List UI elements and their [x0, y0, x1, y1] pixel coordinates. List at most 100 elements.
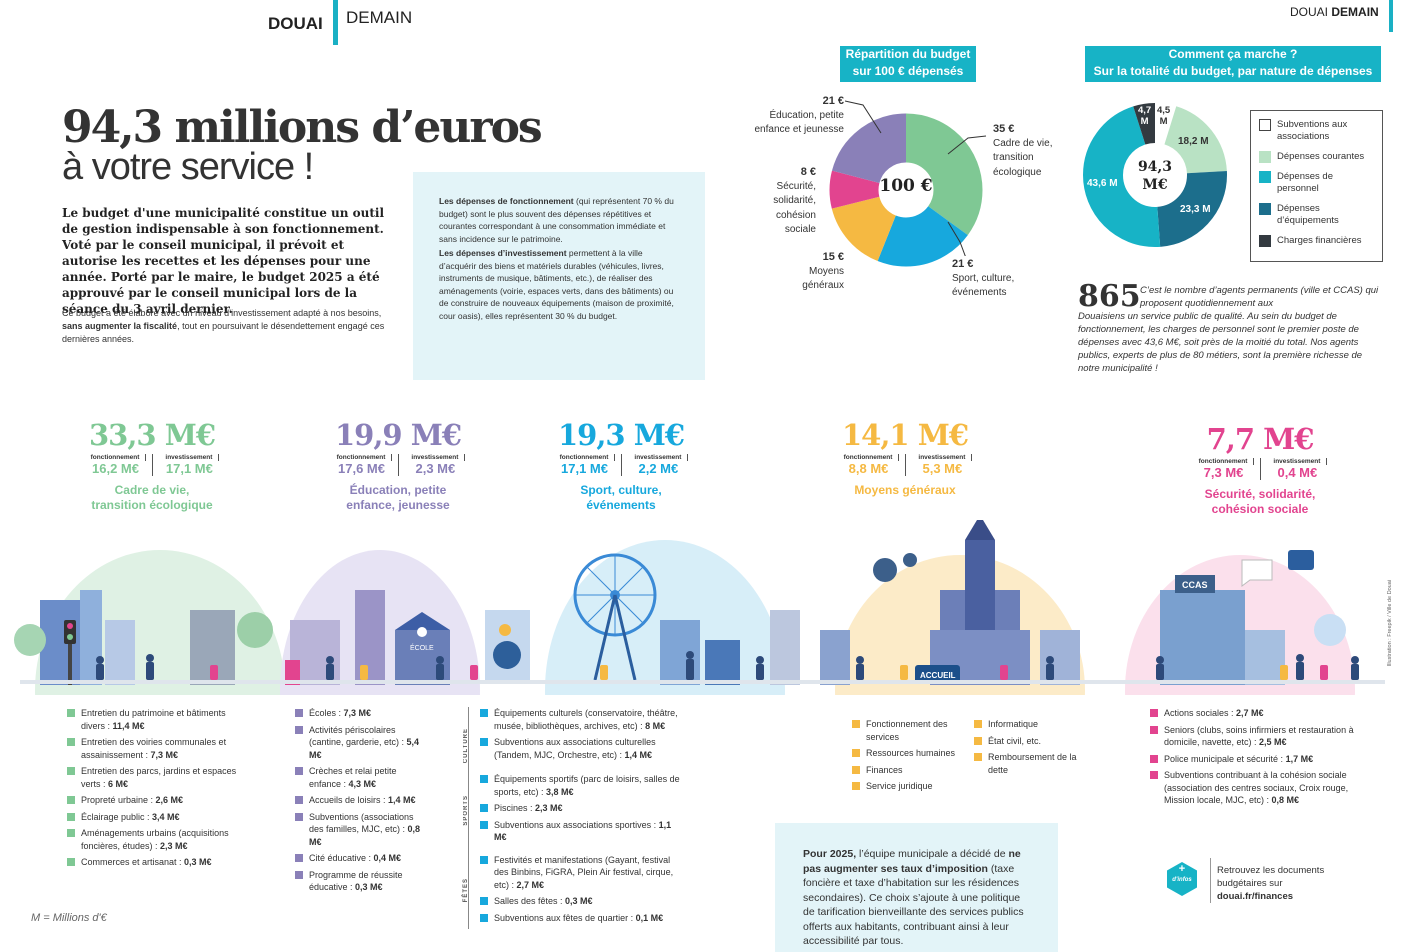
list-item-text: Service juridique: [866, 781, 933, 791]
bullet: [852, 720, 860, 728]
list-item: Service juridique: [852, 780, 967, 793]
legend-item-subventions: Subventions aux associations: [1259, 119, 1374, 143]
definition-fonctionnement: Les dépenses de fonctionnement (qui repr…: [439, 195, 679, 245]
list-item-text: Activités périscolaires (cantine, garder…: [309, 724, 407, 748]
pie1-title-line1: Répartition du budget: [845, 47, 971, 61]
list-item-text: Propreté urbaine :: [81, 795, 156, 805]
bullet: [295, 870, 303, 879]
list-item: Salles des fêtes : 0,3 M€: [480, 895, 680, 908]
list-item-value: 1,7 M€: [1285, 753, 1314, 764]
list-item: Propreté urbaine : 2,6 M€: [67, 794, 247, 807]
bullet: [480, 775, 488, 783]
list-item-text: Subventions (associations des familles, …: [309, 811, 414, 835]
list-item: Piscines : 2,3 M€: [480, 802, 680, 815]
list-item-value: 0,8 M€: [1271, 795, 1300, 805]
legend-label-subventions: Subventions aux associations: [1277, 119, 1348, 142]
list-item-value: 0,3 M€: [565, 896, 593, 906]
category-cadre-name1: Cadre de vie,: [114, 483, 190, 497]
ccas-sign: CCAS: [1182, 580, 1208, 590]
pie1-label-cadre-l1: Cadre de vie,: [993, 137, 1053, 149]
list-item-value: 6 M€: [108, 778, 129, 789]
pie2-slice-label-subventions-a: 4,5: [1157, 105, 1171, 116]
bullet: [295, 767, 303, 775]
pie1-label-moyens-l2: généraux: [802, 280, 844, 291]
pie1-label-sport-l2: événements: [952, 287, 1007, 298]
pie1-leader-line-education: [844, 100, 882, 134]
header-section: DEMAIN: [346, 8, 413, 27]
category-cadre-f: 16,2 M€: [92, 461, 139, 476]
tax-policy-box: Pour 2025, l’équipe municipale a décidé …: [775, 823, 1058, 952]
legend-label-personnel: Dépenses de personnel: [1277, 171, 1333, 194]
bullet: [1150, 709, 1158, 717]
bullet: [1150, 725, 1158, 734]
pie1-slice-sport: [829, 113, 983, 267]
illustration-credit: Illustration : Freepik / Ville de Douai: [1387, 580, 1393, 667]
category-cadre-name2: transition écologique: [91, 498, 213, 512]
bullet: [295, 709, 303, 717]
category-education-total: 19,9 M€: [334, 418, 462, 452]
category-education-name1: Éducation, petite: [349, 483, 447, 497]
list-item: Entretien des voiries communales et assa…: [67, 736, 247, 761]
list-item-text: Subventions aux fêtes de quartier :: [494, 912, 636, 923]
bullet: [480, 855, 488, 864]
pie2-slice-financieres: [1083, 103, 1227, 247]
page-title: 94,3 millions d’euros: [62, 102, 543, 153]
pie1-label-moyens-value: 15 €: [822, 251, 844, 263]
pie2-slice-label-financieres-b: M: [1140, 116, 1149, 127]
category-moyens-f-label: fonctionnement: [838, 454, 900, 461]
list-item-value: 1,1 M€: [494, 819, 672, 843]
list-item: État civil, etc.: [974, 735, 1079, 748]
bullet: [480, 804, 488, 812]
list-education: Écoles : 7,3 M€ Activités périscolaires …: [295, 707, 430, 898]
pie1-label-cadre-value: 35 €: [993, 123, 1015, 135]
pie2-slice-label-personnel: 43,6 M: [1087, 178, 1118, 189]
legend-item-financieres: Charges financières: [1259, 235, 1374, 247]
pie1-label-sport-value: 21 €: [952, 258, 974, 270]
list-item-value: 2,3 M€: [160, 840, 188, 851]
category-sport-i: 2,2 M€: [638, 461, 679, 476]
bullet: [480, 820, 488, 829]
bullet: [67, 796, 75, 804]
list-item: Finances: [852, 764, 967, 777]
list-item: Entretien des parcs, jardins et espaces …: [67, 765, 247, 790]
staff-number: 865: [1078, 279, 1141, 314]
intro-text-bold: sans augmenter la fiscalité: [62, 321, 178, 331]
list-item-text: Accueils de loisirs :: [309, 795, 389, 805]
list-item-value: 0,3 M€: [184, 857, 212, 867]
pie1-label-cadre-l3: écologique: [993, 166, 1042, 178]
list-sport-divider: [468, 707, 469, 929]
bullet: [67, 738, 75, 746]
list-item: Écoles : 7,3 M€: [295, 707, 430, 720]
category-securite-i-label: investissement: [1267, 458, 1328, 465]
more-info-link[interactable]: douai.fr/finances: [1217, 891, 1294, 902]
list-item-value: 0,4 M€: [373, 853, 402, 863]
definition-fonctionnement-text: (qui représentent 70 % du budget) sont l…: [439, 196, 674, 244]
bullet: [1150, 771, 1158, 779]
list-item-text: État civil, etc.: [988, 735, 1042, 746]
list-cadre: Entretien du patrimoine et bâtiments div…: [67, 707, 247, 873]
list-item: Police municipale et sécurité : 1,7 M€: [1150, 753, 1360, 766]
list-item-text: Cité éducative :: [309, 853, 374, 863]
list-item-value: 7,3 M€: [343, 708, 372, 718]
pie1-title-line2: sur 100 € dépensés: [852, 64, 964, 78]
list-item-value: 3,4 M€: [152, 811, 180, 822]
list-item-text: Ressources humaines: [866, 748, 956, 758]
list-item-text: Programme de réussite éducative :: [309, 869, 403, 893]
category-securite-f: 7,3 M€: [1203, 465, 1244, 480]
legend-swatch-subventions: [1259, 119, 1271, 131]
category-cadre-f-label: fonctionnement: [85, 454, 147, 461]
header-accent-bar: [333, 0, 338, 45]
definition-investissement-term: Les dépenses d’investissement: [439, 248, 567, 258]
bullet: [480, 897, 488, 905]
category-education-f: 17,6 M€: [338, 461, 385, 476]
list-item-text: Aménagements urbains (acquisitions fonci…: [81, 828, 229, 851]
page-subtitle: à votre service !: [62, 146, 314, 188]
pie2-title-line2: Sur la totalité du budget, par nature de…: [1093, 64, 1373, 78]
header-brand: DOUAI: [268, 14, 323, 33]
list-item-value: 1,4 M€: [624, 749, 653, 760]
pie1-label-securite-l1: Sécurité,: [776, 180, 816, 192]
